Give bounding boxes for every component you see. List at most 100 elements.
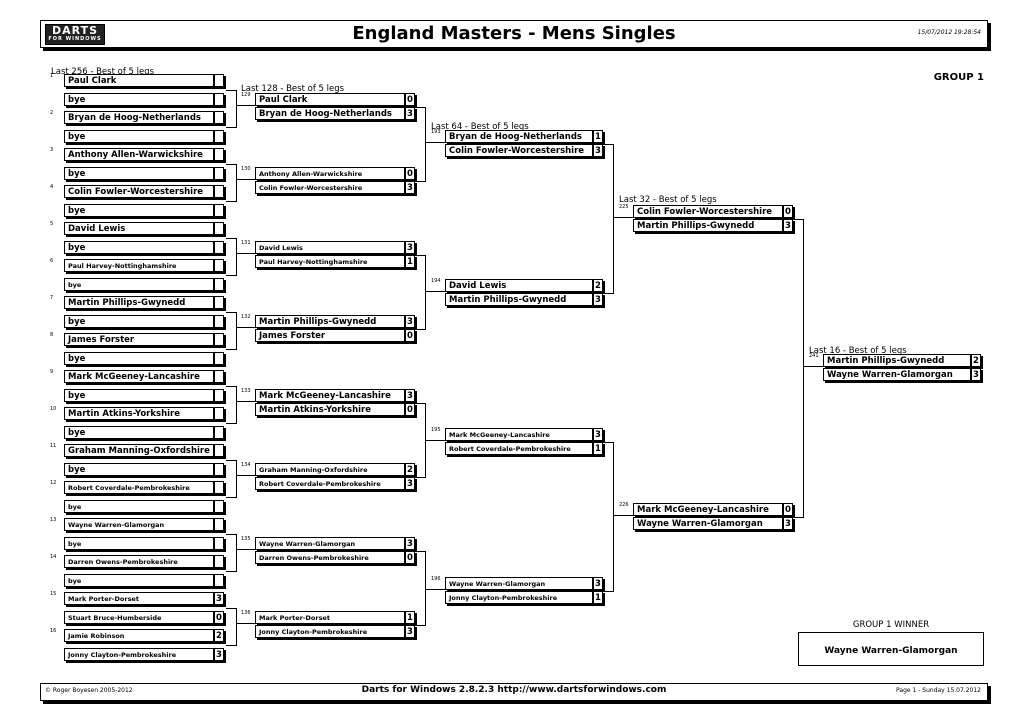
score-box: 3 (214, 592, 224, 605)
bracket-connector (226, 645, 236, 646)
player-box: Paul Harvey-Nottinghamshire (64, 259, 214, 272)
bracket-connector (605, 591, 613, 592)
score-box (214, 278, 224, 291)
round-label-r256: Last 256 - Best of 5 legs (51, 67, 155, 77)
score-box: 1 (405, 611, 415, 624)
player-box: bye (64, 278, 214, 291)
match-number: 193 (431, 129, 441, 135)
player-box: James Forster (255, 329, 405, 342)
darts-logo: DARTS FOR WINDOWS (45, 24, 105, 45)
match-number: 15 (50, 591, 57, 597)
match-number: 133 (241, 388, 251, 394)
score-box (214, 518, 224, 531)
player-box: bye (64, 204, 214, 217)
player-box: bye (64, 426, 214, 439)
bracket-connector (226, 127, 236, 128)
score-box: 0 (405, 167, 415, 180)
player-box: Wayne Warren-Glamorgan (445, 577, 593, 590)
score-box (214, 148, 224, 161)
bracket-connector (226, 275, 236, 276)
player-box: Robert Coverdale-Pembrokeshire (255, 477, 405, 490)
player-box: Mark McGeeney-Lancashire (64, 370, 214, 383)
score-box (214, 222, 224, 235)
match-number: 195 (431, 427, 441, 433)
bracket-connector (236, 386, 237, 424)
bracket-connector (236, 608, 237, 646)
bracket-connector (226, 349, 236, 350)
bracket-connector (236, 549, 255, 550)
player-box: David Lewis (255, 241, 405, 254)
player-box: Bryan de Hoog-Netherlands (445, 130, 593, 143)
player-box: David Lewis (445, 279, 593, 292)
match-number: 11 (50, 443, 57, 449)
score-box: 1 (405, 255, 415, 268)
player-box: Jonny Clayton-Pembrokeshire (255, 625, 405, 638)
bracket-connector (605, 293, 613, 294)
bracket-connector (417, 625, 425, 626)
player-box: Martin Phillips-Gwynedd (445, 293, 593, 306)
bracket-connector (236, 105, 255, 106)
player-box: Colin Fowler-Worcestershire (64, 185, 214, 198)
bracket-connector (417, 255, 425, 256)
score-box (214, 463, 224, 476)
score-box: 0 (783, 503, 793, 516)
bracket-connector (236, 253, 255, 254)
player-box: Paul Harvey-Nottinghamshire (255, 255, 405, 268)
match-number: 225 (619, 204, 629, 210)
player-box: Wayne Warren-Glamorgan (255, 537, 405, 550)
bracket-connector (425, 291, 445, 292)
winner-box: Wayne Warren-Glamorgan (798, 632, 984, 666)
bracket-connector (236, 623, 255, 624)
player-box: Wayne Warren-Glamorgan (64, 518, 214, 531)
score-box (214, 259, 224, 272)
score-box: 3 (405, 107, 415, 120)
timestamp: 15/07/2012 19:28:54 (917, 29, 981, 36)
match-number: 241 (809, 353, 819, 359)
player-box: bye (64, 574, 214, 587)
score-box (214, 185, 224, 198)
footer-app-info: Darts for Windows 2.8.2.3 http://www.dar… (361, 685, 667, 695)
bracket-connector (605, 144, 613, 145)
player-box: David Lewis (64, 222, 214, 235)
match-number: 131 (241, 240, 251, 246)
player-box: Stuart Bruce-Humberside (64, 611, 214, 624)
player-box: bye (64, 93, 214, 106)
score-box: 3 (593, 428, 603, 441)
page-footer: © Roger Boyesen 2005-2012 Darts for Wind… (40, 683, 988, 701)
score-box (214, 574, 224, 587)
round-label-r16: Last 16 - Best of 5 legs (809, 346, 907, 356)
player-box: Mark McGeeney-Lancashire (255, 389, 405, 402)
match-number: 13 (50, 517, 57, 523)
match-number: 1 (50, 73, 54, 79)
score-box: 2 (214, 629, 224, 642)
bracket-connector (425, 589, 445, 590)
bracket-connector (226, 423, 236, 424)
round-label-r128: Last 128 - Best of 5 legs (241, 84, 345, 94)
bracket-connector (236, 312, 237, 350)
winner-label: GROUP 1 WINNER (852, 620, 930, 630)
bracket-connector (425, 551, 426, 626)
score-box (214, 352, 224, 365)
score-box (214, 370, 224, 383)
score-box: 3 (783, 517, 793, 530)
player-box: Mark Porter-Dorset (255, 611, 405, 624)
bracket-connector (226, 90, 236, 91)
score-box: 3 (593, 144, 603, 157)
player-box: Mark McGeeney-Lancashire (633, 503, 783, 516)
bracket-connector (613, 442, 614, 592)
bracket-connector (613, 217, 633, 218)
score-box: 3 (405, 181, 415, 194)
bracket-connector (236, 534, 237, 572)
score-box: 0 (214, 611, 224, 624)
bracket-connector (795, 219, 803, 220)
bracket-connector (226, 238, 236, 239)
bracket-connector (417, 477, 425, 478)
score-box (214, 74, 224, 87)
player-box: Anthony Allen-Warwickshire (64, 148, 214, 161)
player-box: Colin Fowler-Worcestershire (633, 205, 783, 218)
player-box: bye (64, 315, 214, 328)
match-number: 3 (50, 147, 54, 153)
score-box: 3 (593, 577, 603, 590)
bracket-connector (417, 181, 425, 182)
match-number: 6 (50, 258, 54, 264)
